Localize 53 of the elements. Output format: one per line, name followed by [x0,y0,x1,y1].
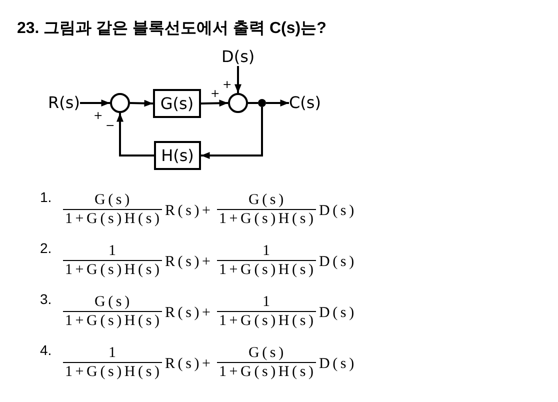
branch-dot [258,99,266,107]
option-number: 4. [40,342,52,358]
denominator: 1+G(s)H(s) [219,313,316,329]
math-term: D(s) [319,356,357,372]
arrow [116,113,154,156]
arrow [234,66,242,93]
numerator: G(s) [248,345,286,361]
numerator: G(s) [94,294,132,310]
numerator: 1 [262,294,273,310]
numerator: 1 [108,243,119,259]
math-term: R(s) [165,254,202,270]
numerator: G(s) [248,192,286,208]
numerator: G(s) [94,192,132,208]
transfer-block: G(s) [153,89,201,118]
denominator: 1+G(s)H(s) [219,364,316,380]
math-term: D(s) [319,305,357,321]
math-term: R(s) [165,203,202,219]
summing-junction [228,93,248,113]
arrow [130,100,154,107]
sign-label: + [94,110,103,120]
math-term: R(s) [165,356,202,372]
denominator: 1+G(s)H(s) [65,364,162,380]
operator-sign: + [202,356,214,372]
arrow [80,100,110,106]
transfer-block: H(s) [154,141,201,170]
denominator: 1+G(s)H(s) [65,262,162,278]
option-number: 1. [40,189,52,205]
line [248,102,258,104]
sign-label: + [210,88,220,98]
summing-junction [110,93,130,113]
arrow [266,100,289,106]
signal-label: C(s) [289,94,321,112]
denominator: 1+G(s)H(s) [219,211,316,227]
numerator: 1 [108,345,119,361]
denominator: 1+G(s)H(s) [65,211,162,227]
operator-sign: + [202,203,214,219]
numerator: 1 [262,243,273,259]
sign-label: − [106,120,115,130]
denominator: 1+G(s)H(s) [219,262,316,278]
sign-label: + [222,78,232,90]
denominator: 1+G(s)H(s) [65,313,162,329]
signal-label: R(s) [48,94,80,112]
math-term: D(s) [319,254,357,270]
signal-label: D(s) [222,48,255,66]
math-term: D(s) [319,203,357,219]
arrow [200,100,228,107]
question-title: 23. 그림과 같은 블록선도에서 출력 C(s)는? [17,20,326,38]
option-number: 3. [40,291,52,307]
operator-sign: + [202,254,214,270]
operator-sign: + [202,305,214,321]
arrow [201,107,263,159]
math-term: R(s) [165,305,202,321]
option-number: 2. [40,240,52,256]
